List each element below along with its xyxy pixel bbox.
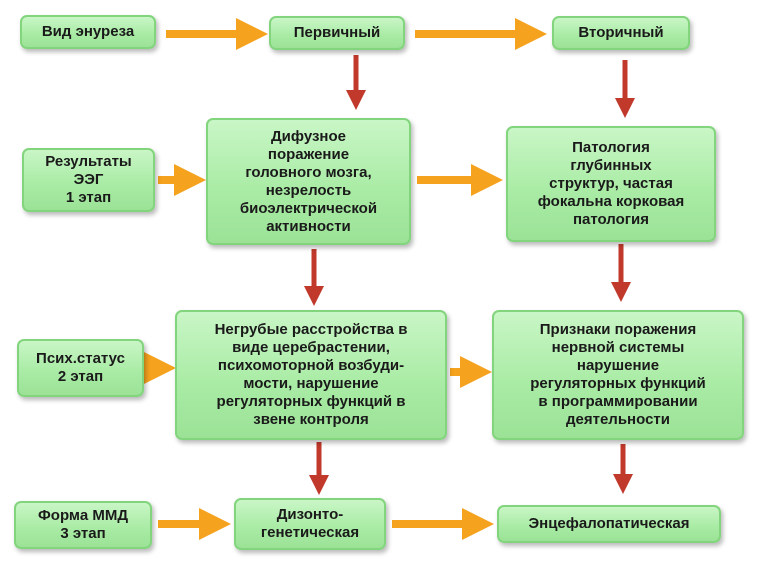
node-priznaki: Признаки поражения нервной системы наруш… <box>492 310 744 440</box>
node-dizonto: Дизонто- генетическая <box>234 498 386 550</box>
node-pervichny: Первичный <box>269 16 405 50</box>
node-psih-status: Псих.статус 2 этап <box>17 339 144 397</box>
node-forma-mmd: Форма ММД 3 этап <box>14 501 152 549</box>
node-encefalo: Энцефалопатическая <box>497 505 721 543</box>
node-eeg: Результаты ЭЭГ 1 этап <box>22 148 155 212</box>
node-negrubye: Негрубые расстройства в виде церебрастен… <box>175 310 447 440</box>
node-difuznoe: Дифузное поражение головного мозга, незр… <box>206 118 411 245</box>
node-vid-enureza: Вид энуреза <box>20 15 156 49</box>
node-patologiya: Патология глубинных структур, частая фок… <box>506 126 716 242</box>
node-vtorichny: Вторичный <box>552 16 690 50</box>
